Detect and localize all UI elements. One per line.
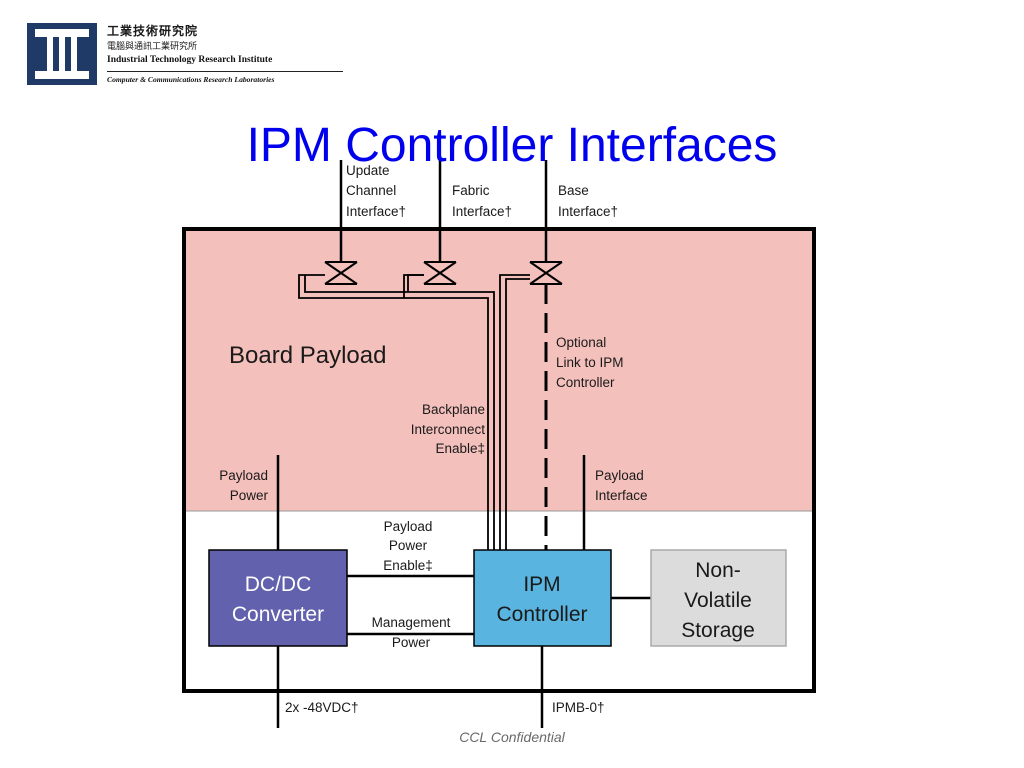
switch-symbols — [324, 261, 563, 285]
board-frame — [182, 227, 816, 693]
update-interface-line3: Interface† — [346, 204, 406, 219]
storage-label-line1: Non- — [695, 559, 741, 582]
payload-power-enable-line2: Power — [389, 538, 428, 553]
logo-title-zh: 工業技術研究院 — [107, 24, 199, 38]
payload-power-line2: Power — [230, 488, 269, 503]
update-interface-line1: Update — [346, 163, 390, 178]
ipmb-label: IPMB-0† — [552, 700, 605, 715]
logo-divider — [107, 71, 343, 72]
fabric-interface-line2: Interface† — [452, 204, 512, 219]
non-volatile-storage-box — [650, 549, 787, 647]
update-interface-line2: Channel — [346, 183, 396, 198]
board-payload-label: Board Payload — [229, 342, 386, 369]
storage-label-line2: Volatile — [684, 589, 752, 612]
footer-confidential: CCL Confidential — [459, 729, 565, 745]
backplane-line2: Interconnect — [411, 422, 486, 437]
input-power-label: 2x -48VDC† — [285, 700, 359, 715]
payload-interface-line1: Payload — [595, 468, 644, 483]
logo-lab-en: Computer & Communications Research Labor… — [107, 75, 275, 84]
base-interface-line2: Interface† — [558, 204, 618, 219]
itri-logo — [27, 23, 97, 85]
optional-link-line1: Optional — [556, 335, 606, 350]
switch-update-icon — [324, 261, 358, 285]
fabric-interface-line1: Fabric — [452, 183, 490, 198]
management-power-line2: Power — [392, 635, 431, 650]
payload-interface-line2: Interface — [595, 488, 648, 503]
logo-name-en: Industrial Technology Research Institute — [107, 55, 273, 65]
payload-power-line1: Payload — [219, 468, 268, 483]
dcdc-label-line1: DC/DC — [245, 573, 312, 596]
ipm-label-line1: IPM — [523, 573, 560, 596]
payload-power-enable-line3: Enable‡ — [383, 558, 433, 573]
slide-title: IPM Controller Interfaces — [246, 119, 778, 172]
ipm-label-line2: Controller — [496, 603, 587, 626]
base-interface-line1: Base — [558, 183, 589, 198]
dcdc-label-line2: Converter — [232, 603, 324, 626]
ipm-controller-box — [473, 549, 612, 647]
logo-subtitle-zh: 電腦與通訊工業研究所 — [107, 42, 198, 52]
dcdc-converter-box — [208, 549, 348, 647]
optional-link-line2: Link to IPM — [556, 355, 624, 370]
payload-power-enable-line1: Payload — [384, 519, 433, 534]
management-power-line1: Management — [372, 615, 451, 630]
optional-link-line3: Controller — [556, 375, 615, 390]
backplane-line3: Enable‡ — [435, 441, 485, 456]
storage-label-line3: Storage — [681, 619, 755, 642]
backplane-line1: Backplane — [422, 402, 485, 417]
itri-logo-mark — [27, 23, 97, 85]
backplane-enable-lines — [298, 274, 530, 550]
switch-fabric-icon — [423, 261, 457, 285]
box-connectors — [276, 574, 651, 728]
interface-lines — [339, 160, 548, 262]
board-payload-region — [184, 229, 814, 511]
